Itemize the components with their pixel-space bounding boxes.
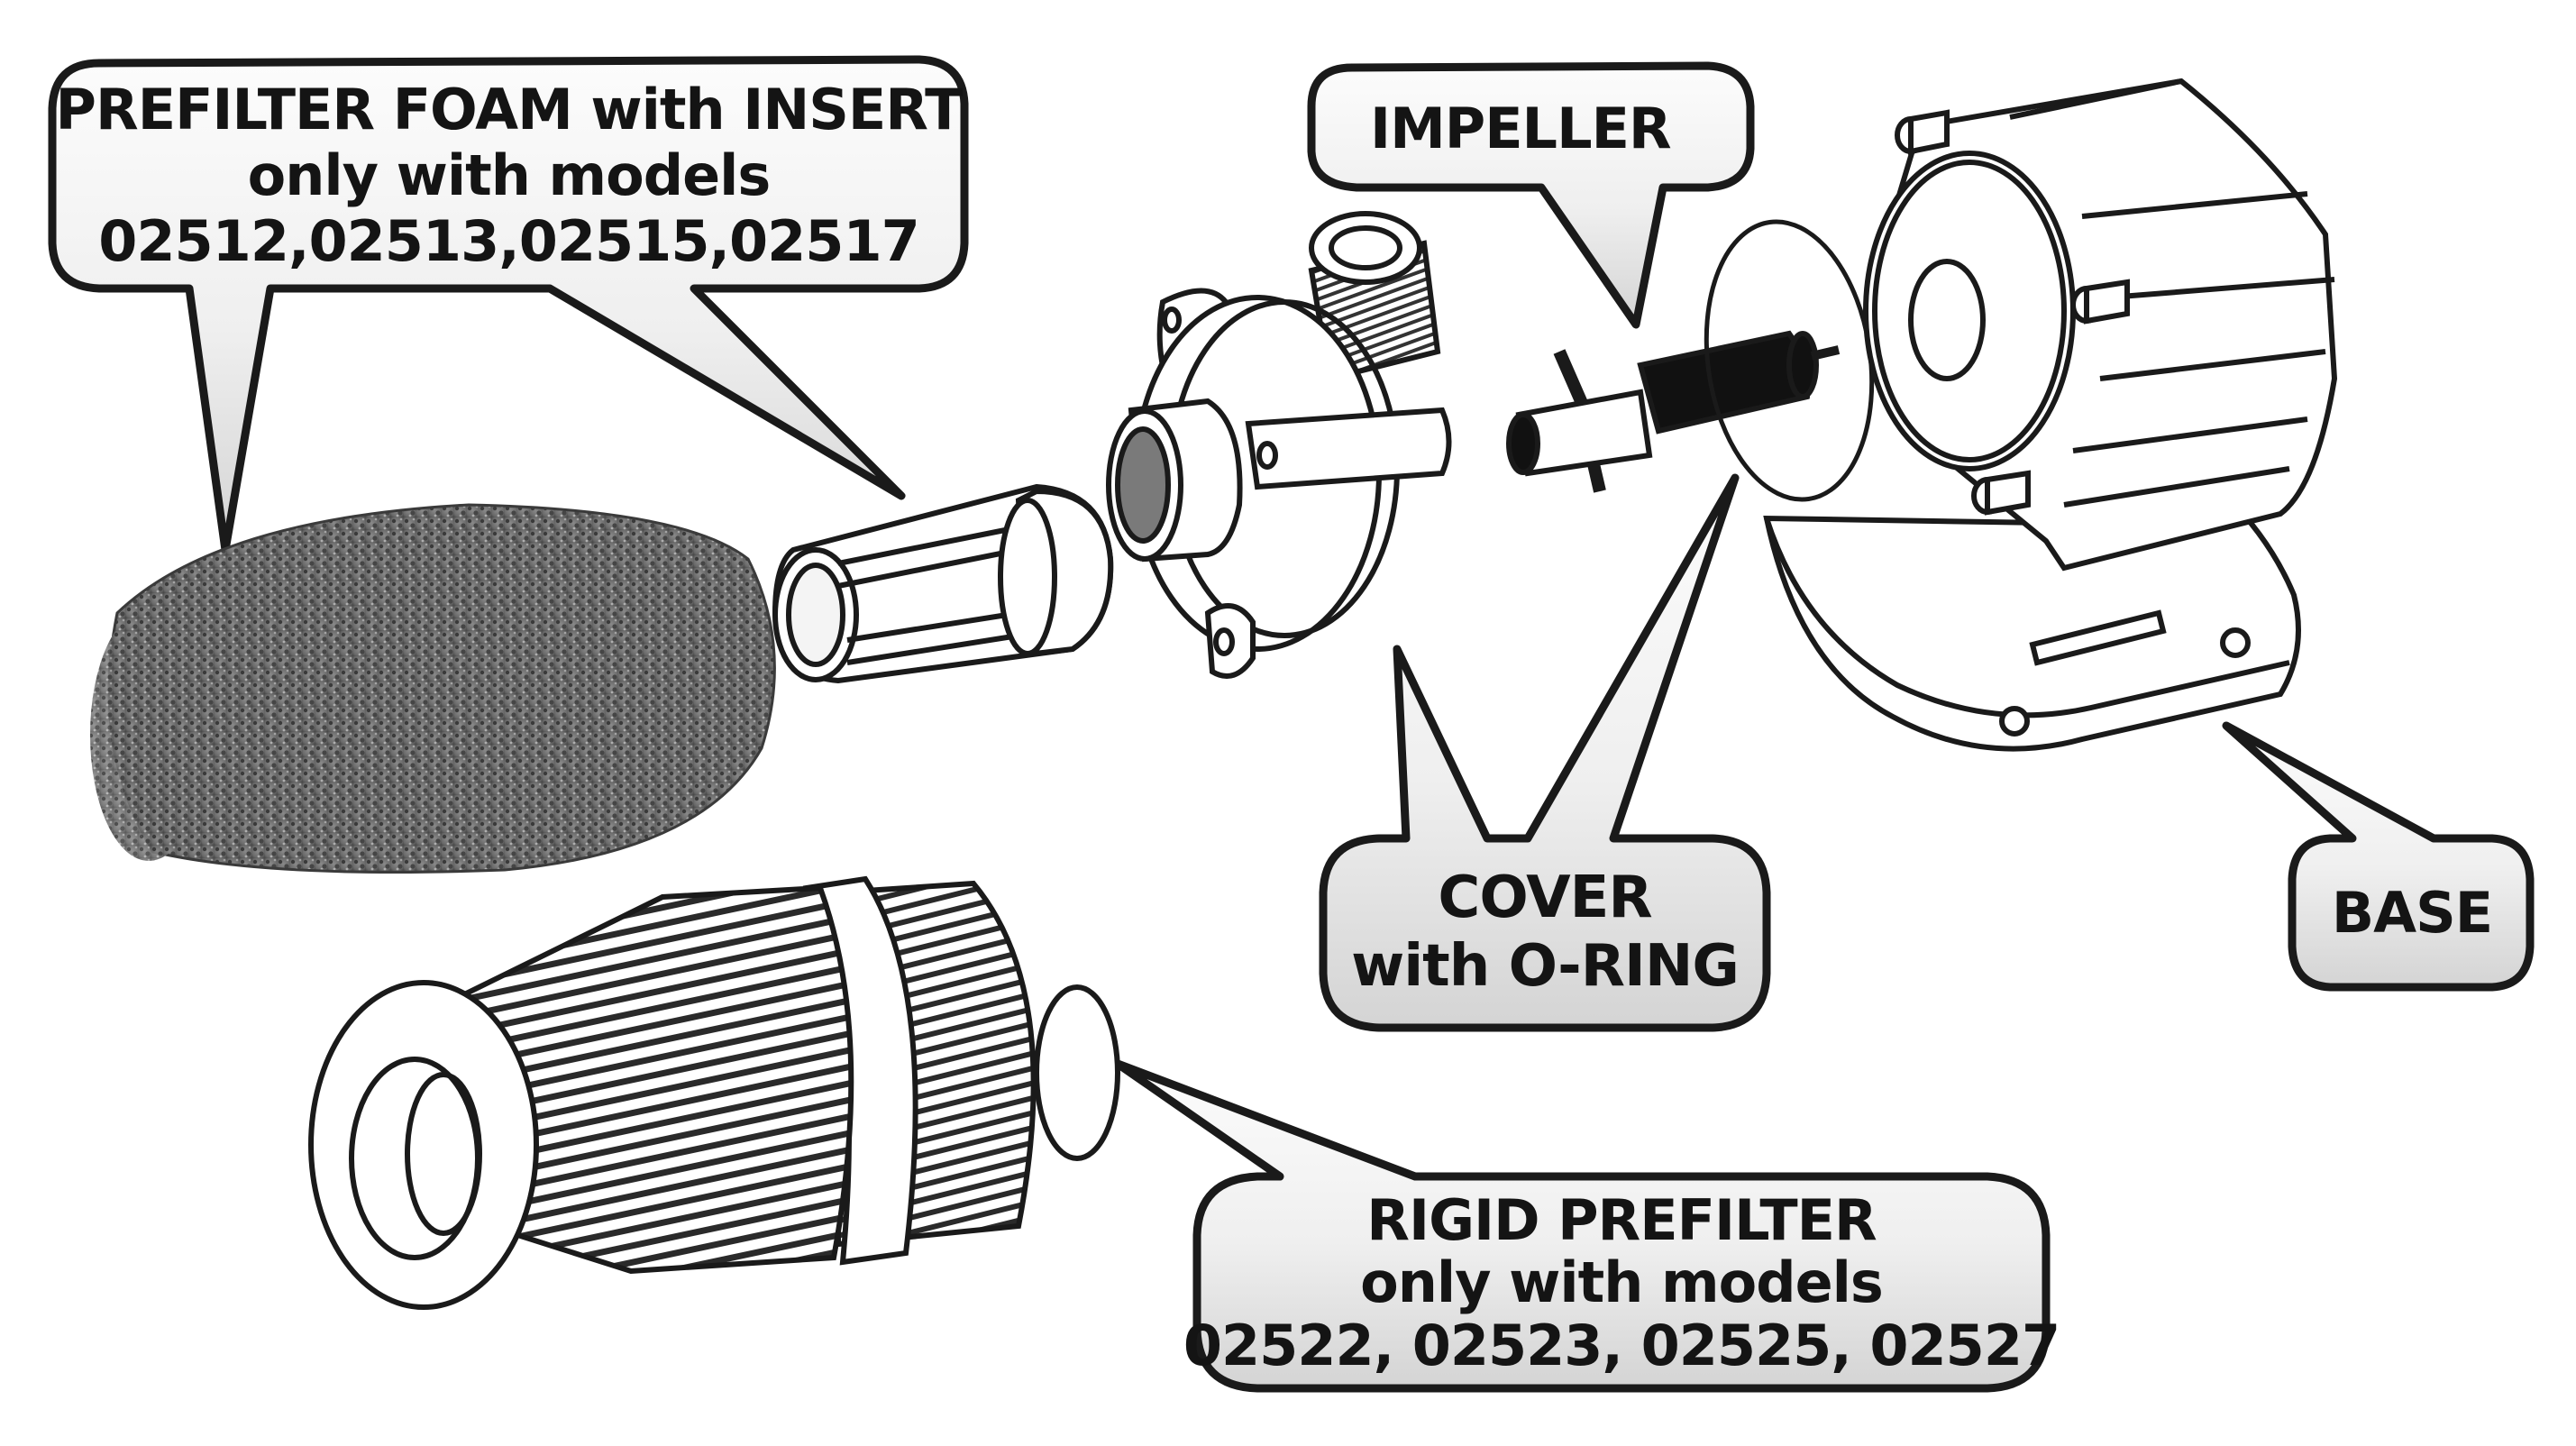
- callout-impeller: [1307, 61, 1755, 329]
- prefilter-foam-models: 02512,02513,02515,02517: [98, 208, 919, 275]
- callout-cover-text: COVER with O-RING: [1327, 843, 1763, 1023]
- cover-line-1: COVER: [1438, 865, 1652, 932]
- callout-prefilter-foam-text: PREFILTER FOAM with INSERT only with mod…: [55, 65, 964, 286]
- base-label: BASE: [2331, 880, 2493, 947]
- impeller-label: IMPELLER: [1370, 95, 1672, 161]
- rigid-prefilter-line-1: RIGID PREFILTER: [1366, 1186, 1877, 1253]
- callout-cover: [1319, 473, 1771, 1032]
- callout-impeller-text: IMPELLER: [1316, 72, 1731, 185]
- cover-line-2: with O-RING: [1351, 933, 1740, 1000]
- pump-cover: [1106, 211, 1452, 679]
- motor-base: [1763, 78, 2338, 752]
- callout-base: [2222, 721, 2535, 992]
- rigid-prefilter: [308, 875, 1120, 1310]
- callout-rigid-prefilter: [1113, 1059, 2051, 1393]
- callout-base-text: BASE: [2297, 843, 2527, 984]
- impeller: [1506, 330, 1841, 493]
- prefilter-foam-line-1: PREFILTER FOAM with INSERT: [55, 76, 964, 142]
- foam-insert: [772, 483, 1114, 684]
- rigid-prefilter-models: 02522, 02523, 02525, 02527: [1183, 1312, 2060, 1378]
- prefilter-foam-line-2: only with models: [247, 142, 772, 208]
- callout-rigid-prefilter-text: RIGID PREFILTER only with models 02522, …: [1183, 1183, 2060, 1383]
- rigid-prefilter-line-2: only with models: [1360, 1249, 1884, 1316]
- callout-prefilter-foam: [48, 55, 969, 554]
- prefilter-foam: [90, 503, 776, 874]
